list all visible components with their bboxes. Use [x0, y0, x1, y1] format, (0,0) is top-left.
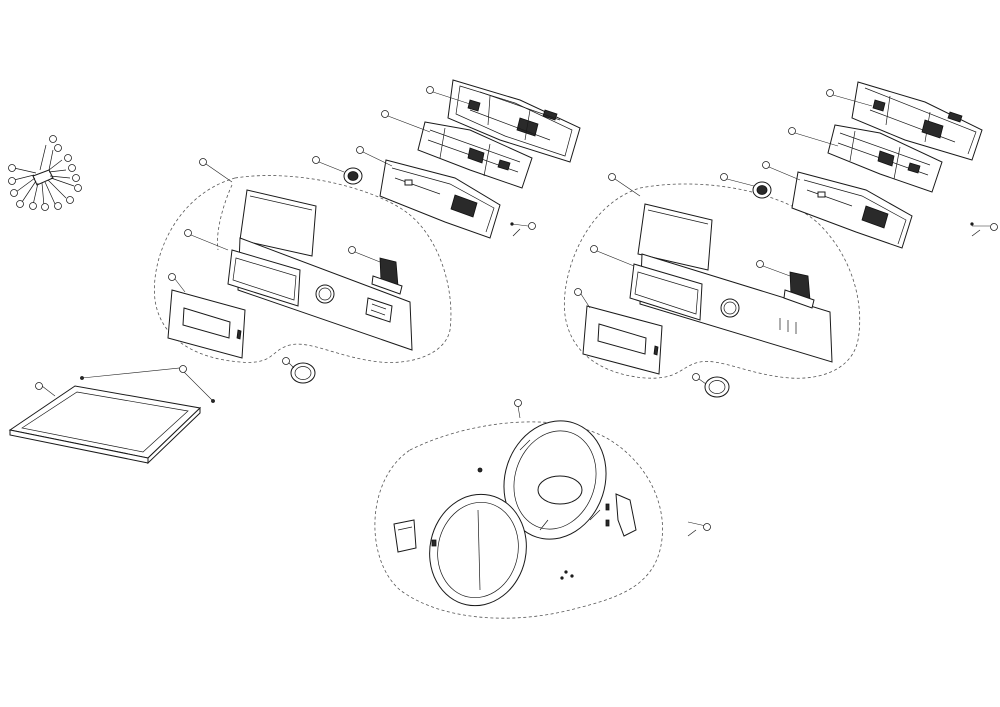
pcb-cover-right — [791, 171, 913, 249]
module-left — [371, 257, 403, 295]
callout — [74, 184, 82, 192]
control-panel-right — [629, 253, 833, 363]
callout — [179, 365, 187, 373]
callout — [8, 177, 16, 185]
callout — [199, 158, 207, 166]
callout — [16, 200, 24, 208]
callout — [514, 399, 522, 407]
detergent-drawer-right — [637, 203, 713, 271]
callout — [49, 135, 57, 143]
callout — [184, 229, 192, 237]
wire-harness-bundle — [13, 144, 75, 207]
callout — [356, 146, 364, 154]
module-right — [783, 271, 815, 309]
callout — [54, 144, 62, 152]
callout — [756, 260, 764, 268]
control-panel-assembly-left-inner — [217, 184, 233, 251]
control-panel-left — [227, 237, 413, 351]
callout — [72, 174, 80, 182]
control-panel-assembly-right-outline — [563, 183, 861, 379]
top-plate — [8, 367, 215, 465]
door-small-parts — [477, 467, 707, 580]
callout — [282, 357, 290, 365]
callout — [54, 202, 62, 210]
drawer-handle-right — [582, 305, 663, 375]
callout — [41, 203, 49, 211]
callout-bubbles — [8, 86, 998, 531]
callout — [66, 196, 74, 204]
callout — [608, 173, 616, 181]
callout — [762, 161, 770, 169]
encoder-knob-right — [752, 181, 772, 199]
callout — [590, 245, 598, 253]
callout — [826, 89, 834, 97]
callout — [8, 164, 16, 172]
callout — [990, 223, 998, 231]
door-hinge — [393, 519, 417, 553]
main-pcb-left — [447, 79, 581, 163]
screw-right — [970, 222, 990, 237]
callout — [703, 523, 711, 531]
door-handle — [605, 493, 637, 537]
display-pcb-left — [417, 121, 533, 189]
callout — [10, 189, 18, 197]
callout — [574, 288, 582, 296]
drawer-handle-left — [167, 289, 246, 359]
door-glass — [429, 493, 527, 607]
callout — [68, 164, 76, 172]
callout — [348, 246, 356, 254]
callout — [528, 222, 536, 230]
callout — [788, 127, 796, 135]
callout — [381, 110, 389, 118]
callout — [426, 86, 434, 94]
door-frame — [503, 420, 607, 540]
callout — [35, 382, 43, 390]
display-pcb-right — [827, 124, 943, 193]
main-pcb-right — [851, 81, 983, 161]
callout — [312, 156, 320, 164]
callout-leaders — [174, 91, 873, 419]
callout — [692, 373, 700, 381]
screw-left — [510, 222, 529, 237]
pcb-cover-left — [379, 159, 501, 239]
callout — [168, 273, 176, 281]
encoder-knob-left — [343, 167, 363, 185]
knob-right — [704, 376, 730, 398]
callout — [64, 154, 72, 162]
detergent-drawer-left — [239, 189, 317, 257]
knob-left — [290, 362, 316, 384]
callout — [29, 202, 37, 210]
callout — [720, 173, 728, 181]
control-panel-assembly-left-outline — [153, 175, 452, 363]
